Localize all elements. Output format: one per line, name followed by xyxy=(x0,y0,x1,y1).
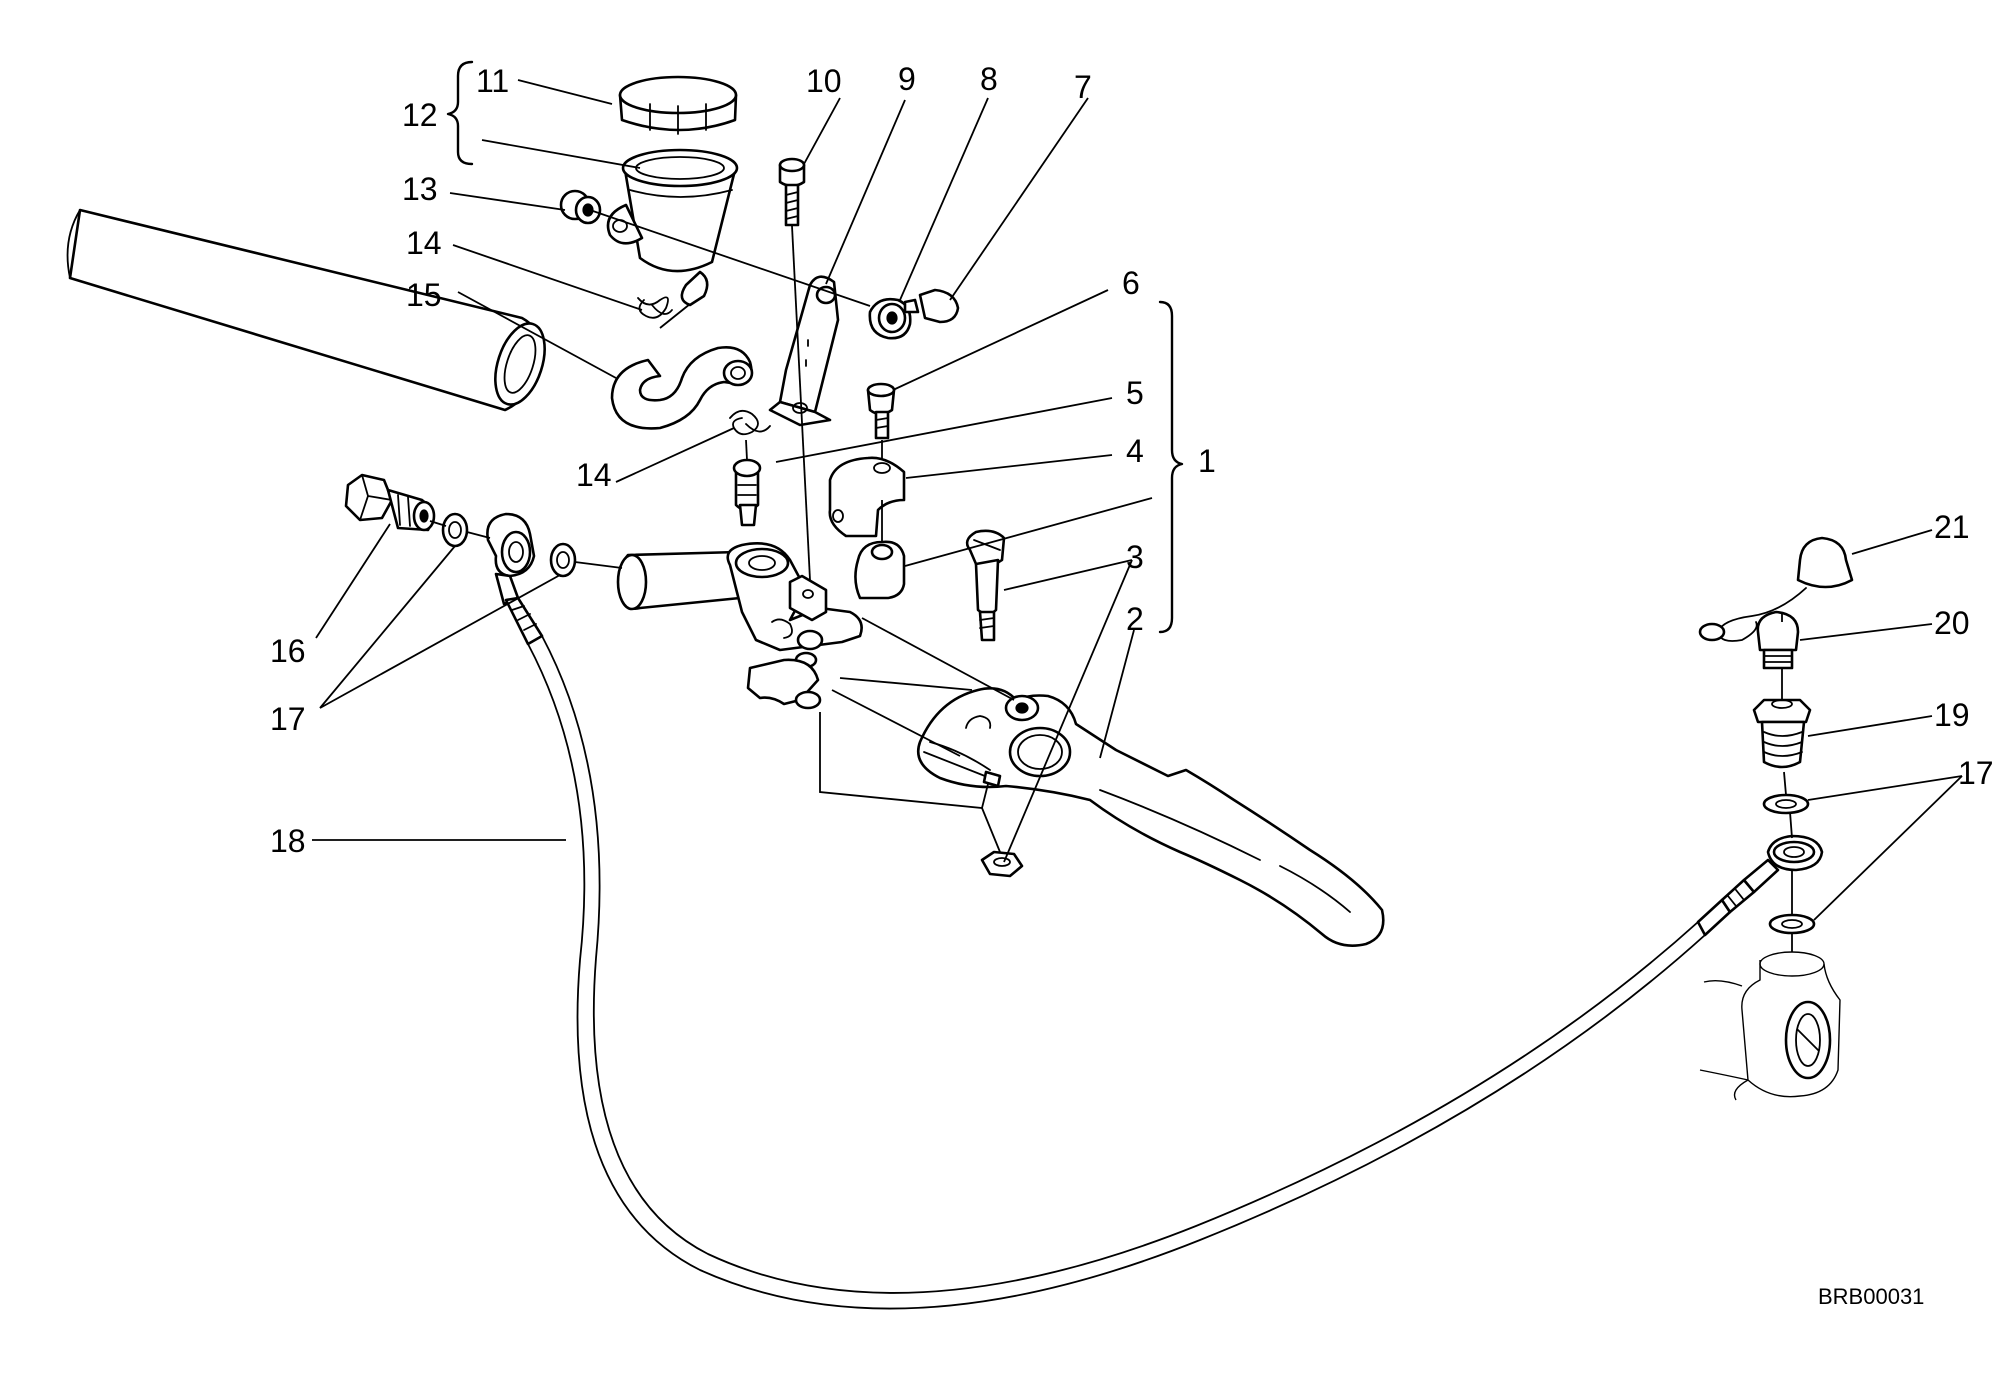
clutch-lever xyxy=(916,687,1385,947)
callout-6: 6 xyxy=(1122,265,1140,301)
reservoir-body xyxy=(606,148,739,307)
callout-18: 18 xyxy=(270,823,306,859)
handlebar-tube xyxy=(66,208,546,412)
reservoir-hose xyxy=(610,346,754,430)
leader-lines xyxy=(312,79,1963,952)
washer-right-b xyxy=(1768,913,1816,935)
bolt-10 xyxy=(778,157,806,227)
callout-20: 20 xyxy=(1934,605,1970,641)
reservoir-bracket xyxy=(768,275,840,427)
brace-group-12 xyxy=(446,60,474,166)
callout-17-right: 17 xyxy=(1958,755,1994,791)
callout-9: 9 xyxy=(898,61,916,97)
callout-19: 19 xyxy=(1934,697,1970,733)
slave-cylinder-partial xyxy=(1699,951,1841,1101)
callout-12: 12 xyxy=(402,97,438,133)
grommet xyxy=(559,189,602,225)
callout-15: 15 xyxy=(406,277,442,313)
brace-group-1 xyxy=(1158,300,1184,634)
clamp-upper-half xyxy=(828,456,906,538)
callout-10: 10 xyxy=(806,63,842,99)
callout-16: 16 xyxy=(270,633,306,669)
screw-7 xyxy=(903,288,960,324)
callout-14-lower: 14 xyxy=(576,457,612,493)
callout-17-left: 17 xyxy=(270,701,306,737)
banjo-bolt xyxy=(344,473,436,532)
master-cylinder xyxy=(616,542,863,710)
clamp-lower-half xyxy=(854,540,906,600)
drawing-code: BRB00031 xyxy=(1818,1284,1924,1309)
callout-8: 8 xyxy=(980,61,998,97)
callout-13: 13 xyxy=(402,171,438,207)
banjo-fitting-left xyxy=(486,512,544,646)
hose-clamp-lower xyxy=(729,409,771,436)
washer-right-a xyxy=(1762,793,1810,815)
callout-21: 21 xyxy=(1934,509,1970,545)
callout-11: 11 xyxy=(476,63,509,99)
callout-labels: 1 2 3 4 5 6 7 8 9 10 11 12 13 14 15 14 1… xyxy=(270,61,1994,859)
callout-1: 1 xyxy=(1198,443,1216,479)
callout-3: 3 xyxy=(1126,539,1144,575)
banjo-fitting-right xyxy=(1766,834,1824,872)
bleed-nipple xyxy=(1756,610,1800,670)
pivot-nut xyxy=(980,850,1024,878)
callout-7: 7 xyxy=(1074,69,1092,105)
callout-2: 2 xyxy=(1126,601,1144,637)
callout-5: 5 xyxy=(1126,375,1144,411)
brake-hose xyxy=(527,635,1706,1310)
reservoir-cap xyxy=(618,75,738,135)
bleed-screw-body xyxy=(1752,698,1812,769)
pivot-bolt xyxy=(965,529,1006,642)
washer-left-b xyxy=(549,542,577,578)
hose-clamp-upper xyxy=(637,296,673,319)
dust-cap xyxy=(1698,536,1854,642)
washer-left-a xyxy=(441,512,469,548)
hose-fitting xyxy=(732,458,762,527)
hose-end-right xyxy=(1696,858,1780,937)
callout-4: 4 xyxy=(1126,433,1144,469)
callout-14-upper: 14 xyxy=(406,225,442,261)
bolt-6 xyxy=(866,382,896,440)
spacer xyxy=(868,297,912,340)
